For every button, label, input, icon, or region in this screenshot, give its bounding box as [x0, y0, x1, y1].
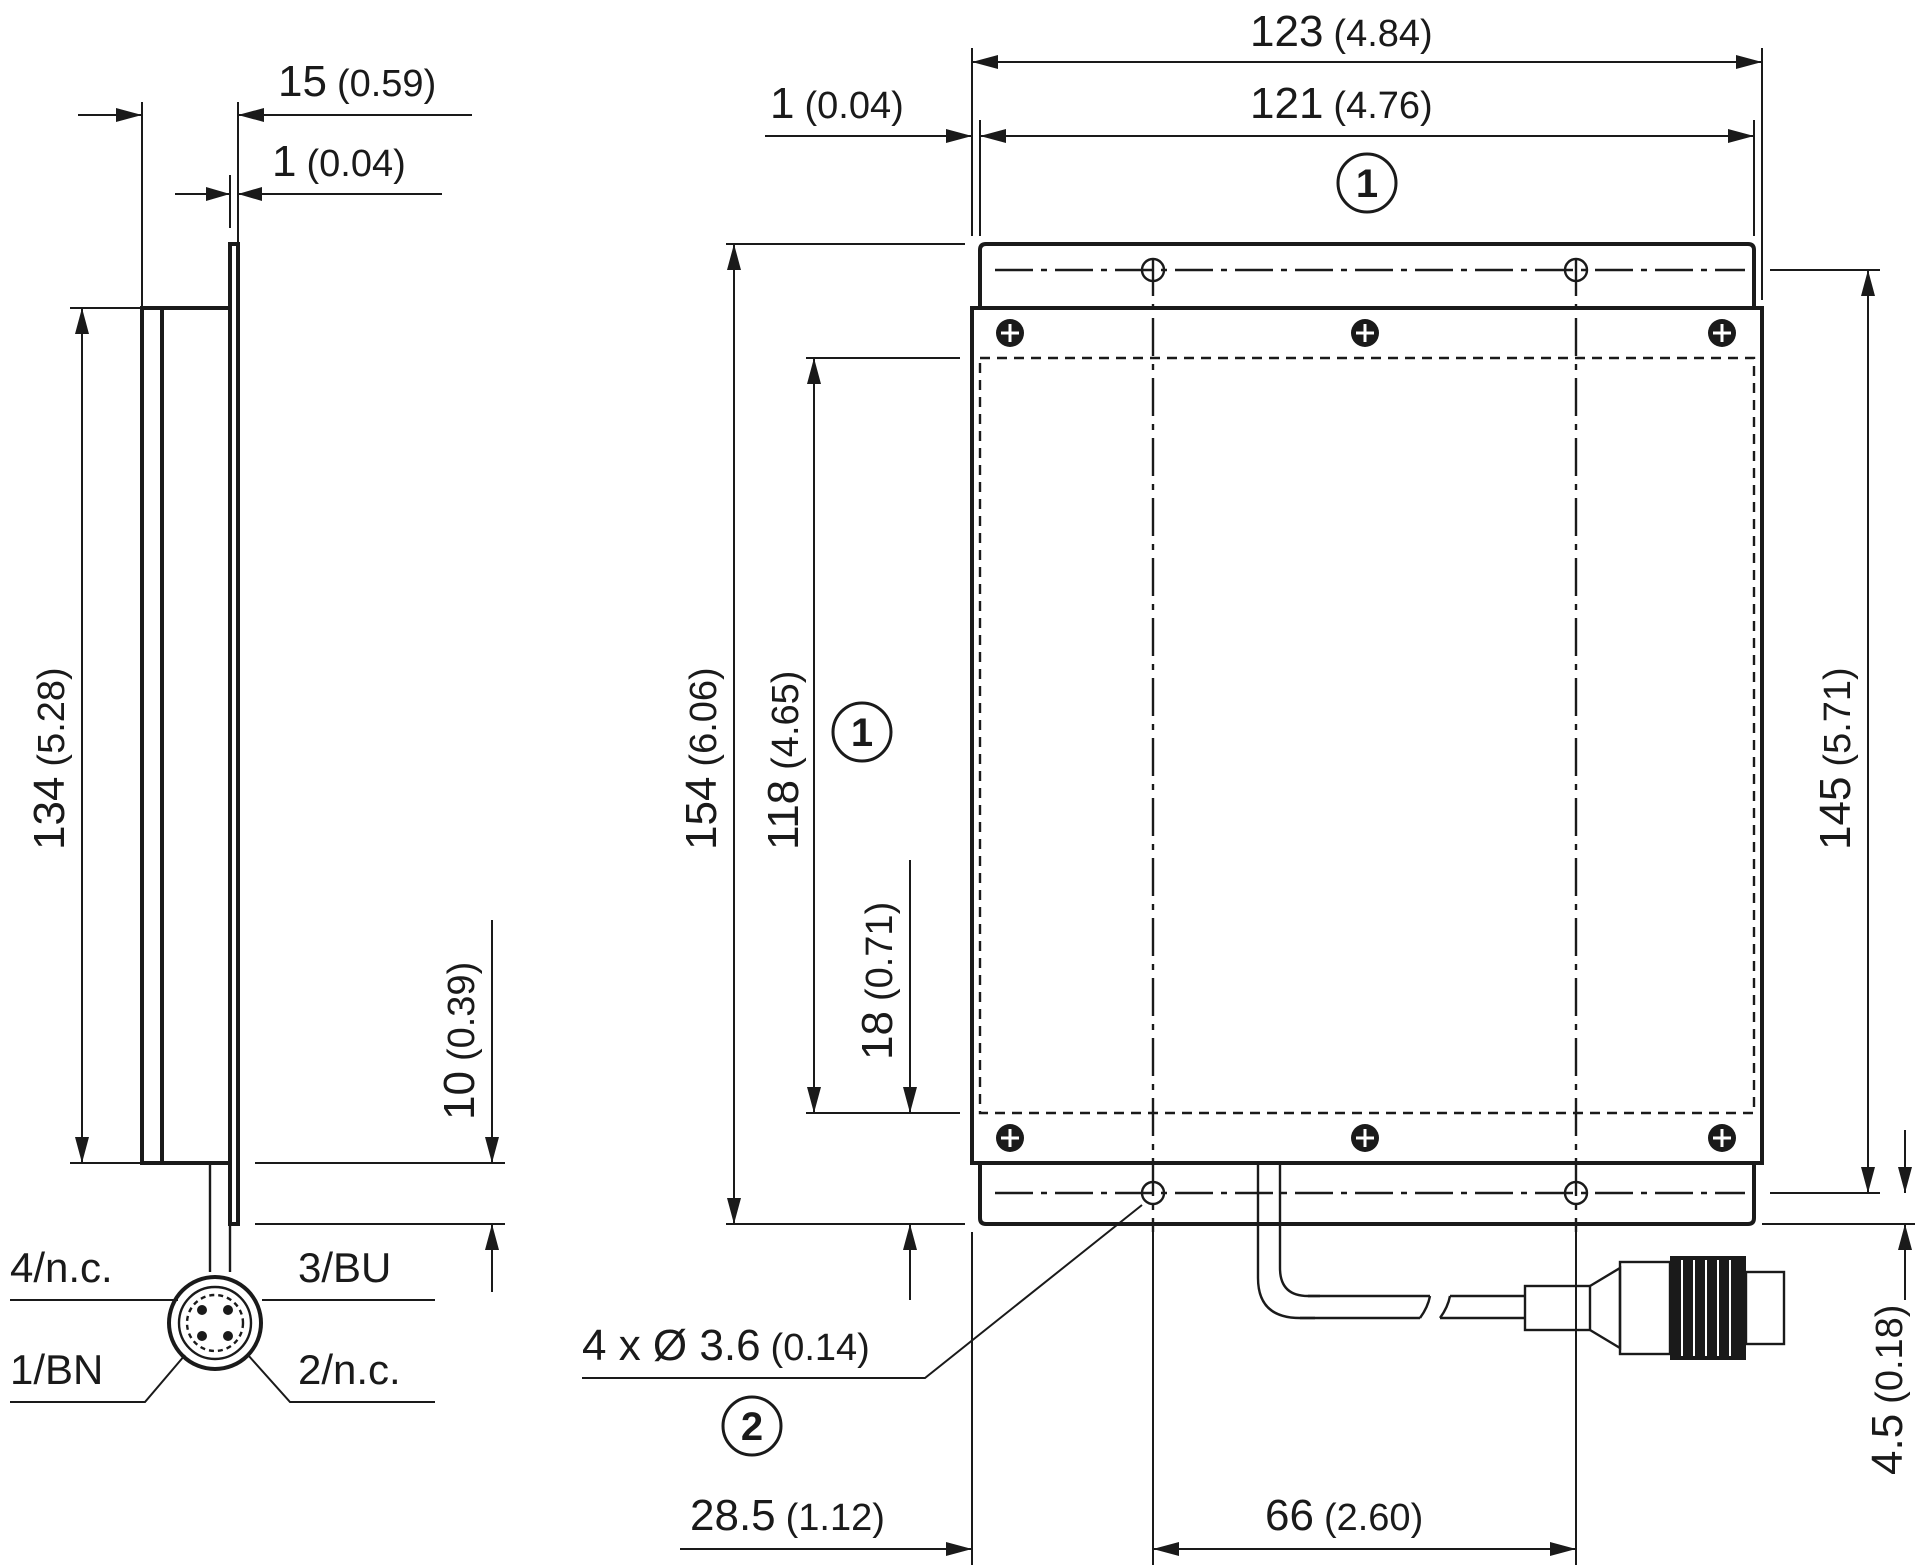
pin4-label: 4/n.c. [10, 1244, 113, 1291]
dim-total-width: 123(4.84) [971, 7, 1763, 300]
connector-face [167, 1275, 263, 1371]
top-flange [978, 242, 1756, 308]
dim-hole-x: 28.5(1.12) [680, 1232, 1577, 1565]
screw-icon [1708, 319, 1736, 347]
hole-icon [1140, 1180, 1166, 1206]
svg-text:2: 2 [741, 1405, 763, 1449]
dim-bottom-area: 18(0.71) [853, 860, 917, 1300]
screws [996, 319, 1736, 1152]
housing [970, 306, 1764, 1165]
pin1-leader [10, 1354, 186, 1403]
sensing-area [978, 356, 1756, 1115]
screw-icon [1351, 319, 1379, 347]
svg-text:28.5(1.12): 28.5(1.12) [690, 1491, 885, 1540]
screw-icon [996, 1124, 1024, 1152]
dim-left-offset: 1(0.04) [765, 79, 972, 143]
cable [1256, 1163, 1525, 1320]
side-housing-body [160, 306, 232, 1165]
front-view: 123(4.84) 121(4.76) 1(0.04) 154(6.06) [582, 7, 1915, 1565]
dim-bottom-edge: 4.5(0.18) [1762, 1130, 1915, 1475]
dim-inner-width: 121(4.76) [979, 79, 1755, 236]
dim-side-offset: 10(0.39) [255, 920, 505, 1292]
callout-1-top: 1 [1336, 152, 1398, 214]
svg-text:18(0.71): 18(0.71) [853, 902, 902, 1060]
hole-icon [1563, 257, 1589, 283]
bottom-flange [978, 1163, 1756, 1226]
dim-hole-spacing-v: 145(5.71) [1770, 269, 1880, 1194]
screw-icon [1708, 1124, 1736, 1152]
mounting-holes [1140, 257, 1589, 1206]
dim-side-plate: 1(0.04) [175, 137, 442, 228]
pin2-leader [247, 1354, 435, 1403]
svg-text:15(0.59): 15(0.59) [278, 57, 436, 106]
svg-text:1: 1 [1356, 162, 1378, 206]
dim-side-depth: 15(0.59) [78, 57, 472, 308]
dim-total-height: 154(6.06) [677, 243, 965, 1225]
pin1-label: 1/BN [10, 1346, 103, 1393]
hole-icon [1563, 1180, 1589, 1206]
svg-text:145(5.71): 145(5.71) [1811, 667, 1860, 850]
side-housing-front [140, 306, 164, 1165]
side-mounting-plate [228, 242, 240, 1226]
svg-text:66(2.60): 66(2.60) [1265, 1491, 1423, 1540]
svg-text:10(0.39): 10(0.39) [435, 962, 484, 1120]
pin2-label: 2/n.c. [298, 1346, 401, 1393]
callout-2: 2 [721, 1395, 783, 1457]
svg-text:4.5(0.18): 4.5(0.18) [1863, 1305, 1912, 1475]
screw-icon [996, 319, 1024, 347]
dim-hole-spacing-h: 66(2.60) [1153, 1491, 1576, 1556]
holes-leader: 4 x Ø 3.6(0.14) [582, 1204, 1143, 1379]
svg-text:1: 1 [851, 711, 873, 755]
hole-icon [1140, 257, 1166, 283]
svg-text:121(4.76): 121(4.76) [1250, 79, 1433, 128]
side-view: 4/n.c. 3/BU 1/BN 2/n.c. 15(0.59) 1(0.04) [10, 57, 505, 1403]
svg-text:118(4.65): 118(4.65) [759, 671, 808, 850]
svg-text:1(0.04): 1(0.04) [272, 137, 406, 186]
svg-text:4 x Ø 3.6(0.14): 4 x Ø 3.6(0.14) [582, 1321, 870, 1370]
svg-text:134(5.28): 134(5.28) [25, 667, 74, 850]
svg-text:154(6.06): 154(6.06) [677, 667, 726, 850]
cable-connector-icon [1523, 1256, 1786, 1360]
dim-side-height: 134(5.28) [25, 307, 142, 1164]
pin3-label: 3/BU [298, 1244, 391, 1291]
screw-icon [1351, 1124, 1379, 1152]
svg-text:123(4.84): 123(4.84) [1250, 7, 1433, 56]
svg-text:1(0.04): 1(0.04) [770, 79, 904, 128]
dim-inner-height: 118(4.65) [759, 357, 960, 1114]
callout-1-side: 1 [831, 701, 893, 763]
